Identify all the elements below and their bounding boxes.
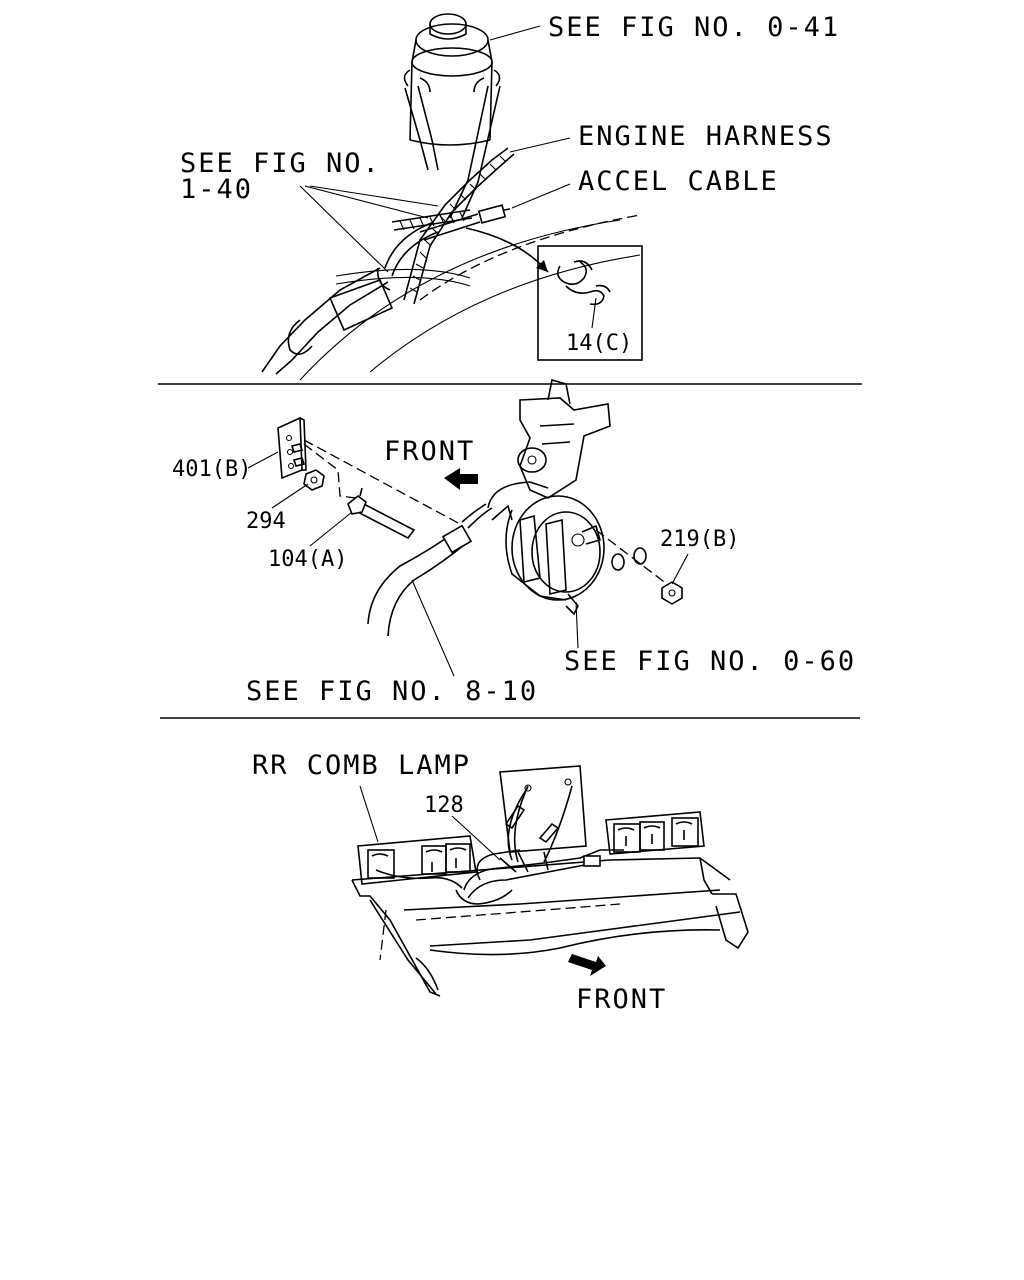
reservoir-cap-illustration: [403, 13, 501, 219]
see-fig-8-10-label: SEE FIG NO. 8-10: [246, 676, 538, 707]
part-14c-label: 14(C): [566, 331, 632, 356]
accel-cable-label: ACCEL CABLE: [578, 166, 779, 197]
front-label-bottom: FRONT: [576, 984, 667, 1015]
rr-comb-lamp-label: RR COMB LAMP: [252, 750, 471, 781]
accel-cable-illustration: [419, 204, 511, 241]
right-combination-lamp-illustration: [605, 811, 705, 855]
washer-nut-219b-illustration: [595, 529, 683, 605]
alternator-illustration: [487, 378, 611, 616]
part-104a-label: 104(A): [268, 547, 347, 572]
detail-box-clip-14c: 14(C): [537, 245, 643, 361]
rear-frame-illustration: [351, 857, 749, 997]
engine-harness-illustration: [391, 147, 515, 305]
panel-bottom-rear-lamp: RR COMB LAMP: [252, 750, 749, 1015]
see-fig-0-60-label: SEE FIG NO. 0-60: [564, 646, 856, 677]
see-fig-1-40-label-line1: SEE FIG NO.: [180, 148, 381, 179]
nut-294-illustration: [303, 469, 325, 491]
hose-body-illustration: [261, 214, 641, 381]
part-401b-label: 401(B): [172, 457, 251, 482]
left-combination-lamp-illustration: [357, 835, 477, 885]
wiring-harness-128-illustration: [375, 765, 624, 905]
see-fig-0-41-label: SEE FIG NO. 0-41: [548, 12, 840, 43]
part-294-label: 294: [246, 509, 286, 534]
front-label-middle: FRONT: [384, 436, 475, 467]
front-arrow-bottom: [568, 954, 606, 976]
cable-illustration: [367, 503, 493, 637]
part-219b-label: 219(B): [660, 527, 739, 552]
part-128-label: 128: [424, 793, 464, 818]
panel-top-harness-routing: SEE FIG NO. 0-41 ENGINE HARNESS ACCEL CA…: [180, 12, 840, 381]
clip-104a-illustration: [347, 487, 416, 540]
panel-middle-bracket-alternator: 401(B) 294 104(A) FRONT: [172, 378, 856, 707]
see-fig-1-40-label-line2: 1-40: [180, 174, 253, 205]
bracket-401b-illustration: [277, 416, 307, 480]
front-arrow-middle: [444, 468, 478, 490]
engine-harness-label: ENGINE HARNESS: [578, 121, 834, 152]
